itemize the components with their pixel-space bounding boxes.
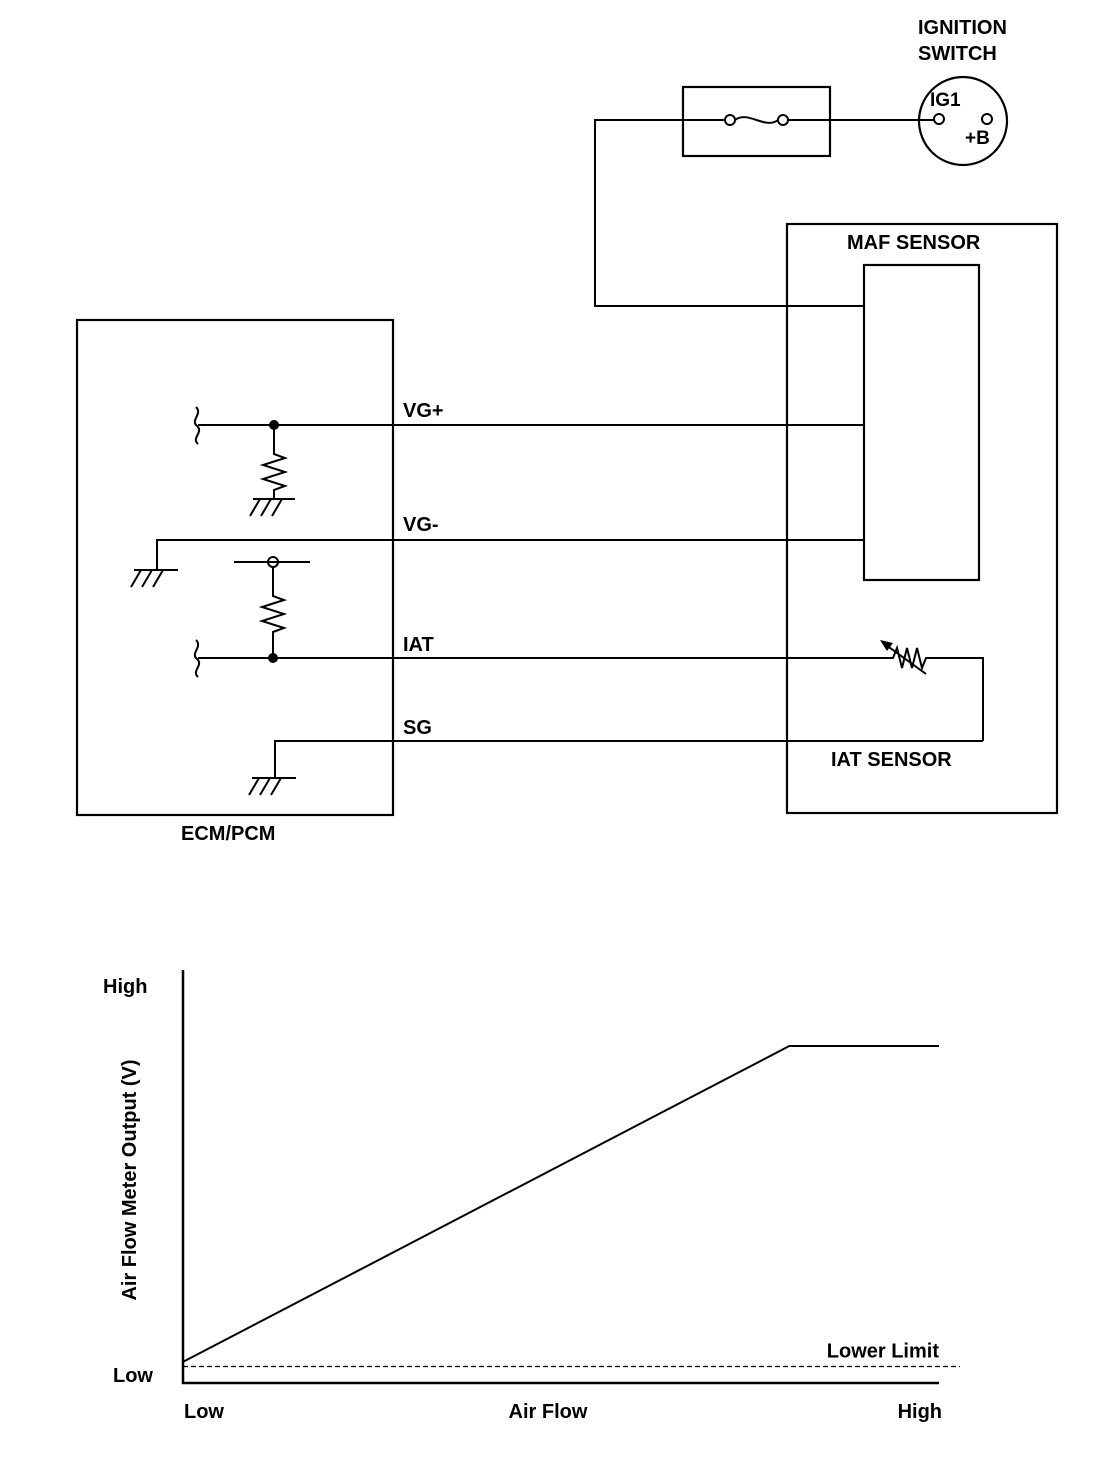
ig1-label: IG1 — [930, 90, 961, 111]
b-label: +B — [965, 128, 990, 149]
fuse-terminal-right — [777, 114, 789, 126]
x-axis-label: Air Flow — [509, 1401, 588, 1423]
vg-plus-break-icon — [193, 406, 201, 445]
ecm-label: ECM/PCM — [181, 823, 275, 845]
thermistor-zigzag — [786, 644, 984, 741]
iat-pullup-resistor — [258, 567, 288, 658]
iat-junction — [268, 653, 278, 663]
x-tick-high: High — [898, 1401, 942, 1423]
vg-minus-ground-icon — [130, 569, 178, 588]
y-tick-high: High — [103, 976, 147, 998]
sg-circuit: SG — [248, 717, 983, 796]
fuse-element — [734, 116, 779, 124]
sg-label: SG — [403, 717, 432, 739]
air-flow-output-chart: Lower Limit High Low Low High Air Flow A… — [103, 970, 960, 1423]
thermistor-arrow-head — [880, 640, 893, 651]
maf-sensor-element — [862, 263, 981, 582]
wire-sg — [274, 740, 983, 778]
wire-vg-minus — [156, 539, 864, 570]
sg-ground-icon — [248, 777, 296, 796]
vg-plus-label: VG+ — [403, 400, 444, 422]
fuse — [681, 85, 832, 158]
ignition-title-line1: IGNITION — [918, 17, 1007, 39]
lower-limit-label: Lower Limit — [827, 1340, 940, 1362]
vg-plus-resistor — [259, 425, 289, 499]
iat-sensor-label: IAT SENSOR — [831, 749, 952, 771]
fuse-box — [681, 85, 832, 158]
iat-label: IAT — [403, 634, 434, 656]
sensor-housing — [785, 222, 1059, 815]
y-axis-label: Air Flow Meter Output (V) — [119, 1059, 141, 1300]
fuse-terminal-left — [724, 114, 736, 126]
b-terminal — [981, 113, 993, 125]
vg-plus-ground-icon — [249, 498, 295, 517]
ignition-switch: IGNITION SWITCH IG1 +B — [917, 17, 1009, 167]
iat-break-icon — [193, 639, 201, 678]
ig1-terminal — [933, 113, 945, 125]
vg-minus-label: VG- — [403, 514, 439, 536]
vg-plus-circuit: VG+ — [193, 400, 864, 517]
series-line — [182, 1045, 939, 1363]
wire-fuse-to-maf — [594, 119, 864, 307]
y-tick-low: Low — [113, 1365, 153, 1387]
ecm-box — [75, 318, 395, 817]
iat-thermistor — [786, 640, 984, 741]
ignition-title-line2: SWITCH — [918, 43, 997, 65]
iat-circuit: IAT — [193, 556, 786, 678]
x-tick-low: Low — [184, 1401, 224, 1423]
maf-sensor-label: MAF SENSOR — [847, 232, 981, 254]
vg-minus-circuit: VG- — [130, 514, 864, 588]
